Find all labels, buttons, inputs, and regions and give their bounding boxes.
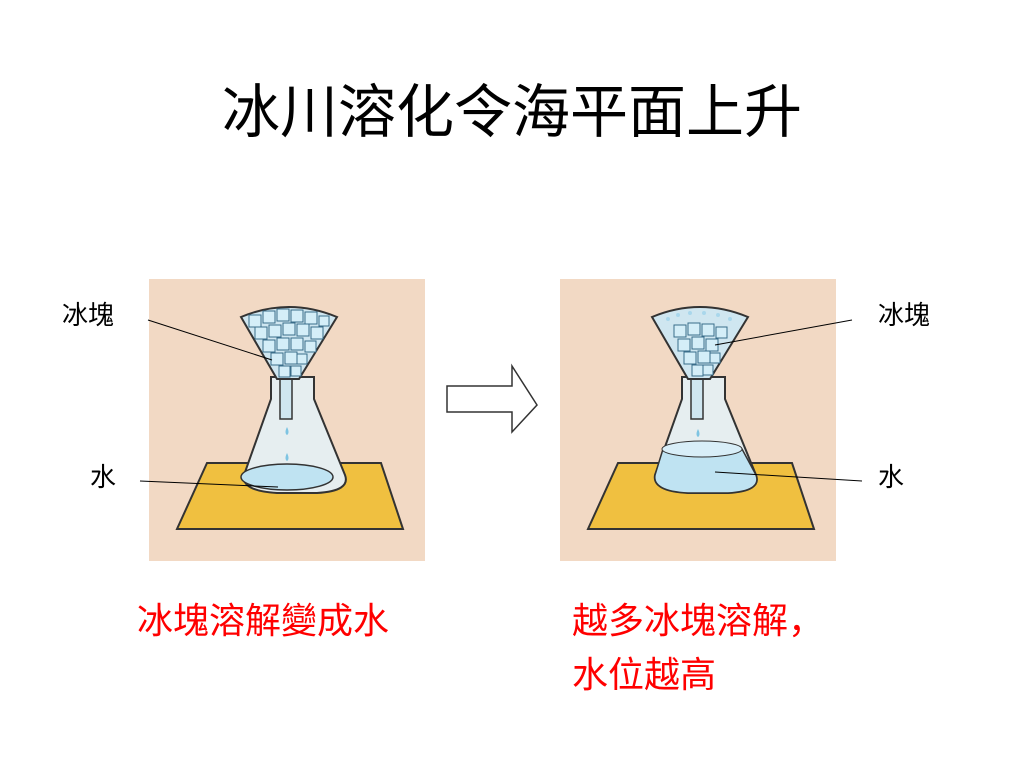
right-caption-line2: 水位越高 (572, 655, 717, 696)
right-ice-label: 冰塊 (878, 301, 931, 331)
water-drop (696, 429, 700, 437)
left-flask-drawing (149, 279, 425, 561)
funnel-stem (279, 374, 293, 420)
water-surface (661, 440, 743, 458)
left-water-label: 水 (90, 463, 117, 493)
right-flask-drawing (560, 279, 836, 561)
right-arrow-icon (446, 363, 538, 434)
funnel-stem (690, 374, 704, 420)
water-drop (285, 427, 289, 435)
left-caption: 冰塊溶解變成水 (137, 601, 390, 642)
left-ice-label: 冰塊 (62, 301, 115, 331)
right-flask-illustration (560, 279, 836, 561)
ice-cubes (673, 322, 728, 377)
water-drop (285, 453, 289, 461)
right-water-label: 水 (878, 463, 905, 493)
slide-title: 冰川溶化令海平面上升 (221, 78, 802, 146)
right-caption-line1: 越多冰塊溶解， (572, 601, 825, 642)
melted-slush (666, 311, 732, 321)
left-flask-illustration (149, 279, 425, 561)
flask-water (240, 463, 334, 491)
